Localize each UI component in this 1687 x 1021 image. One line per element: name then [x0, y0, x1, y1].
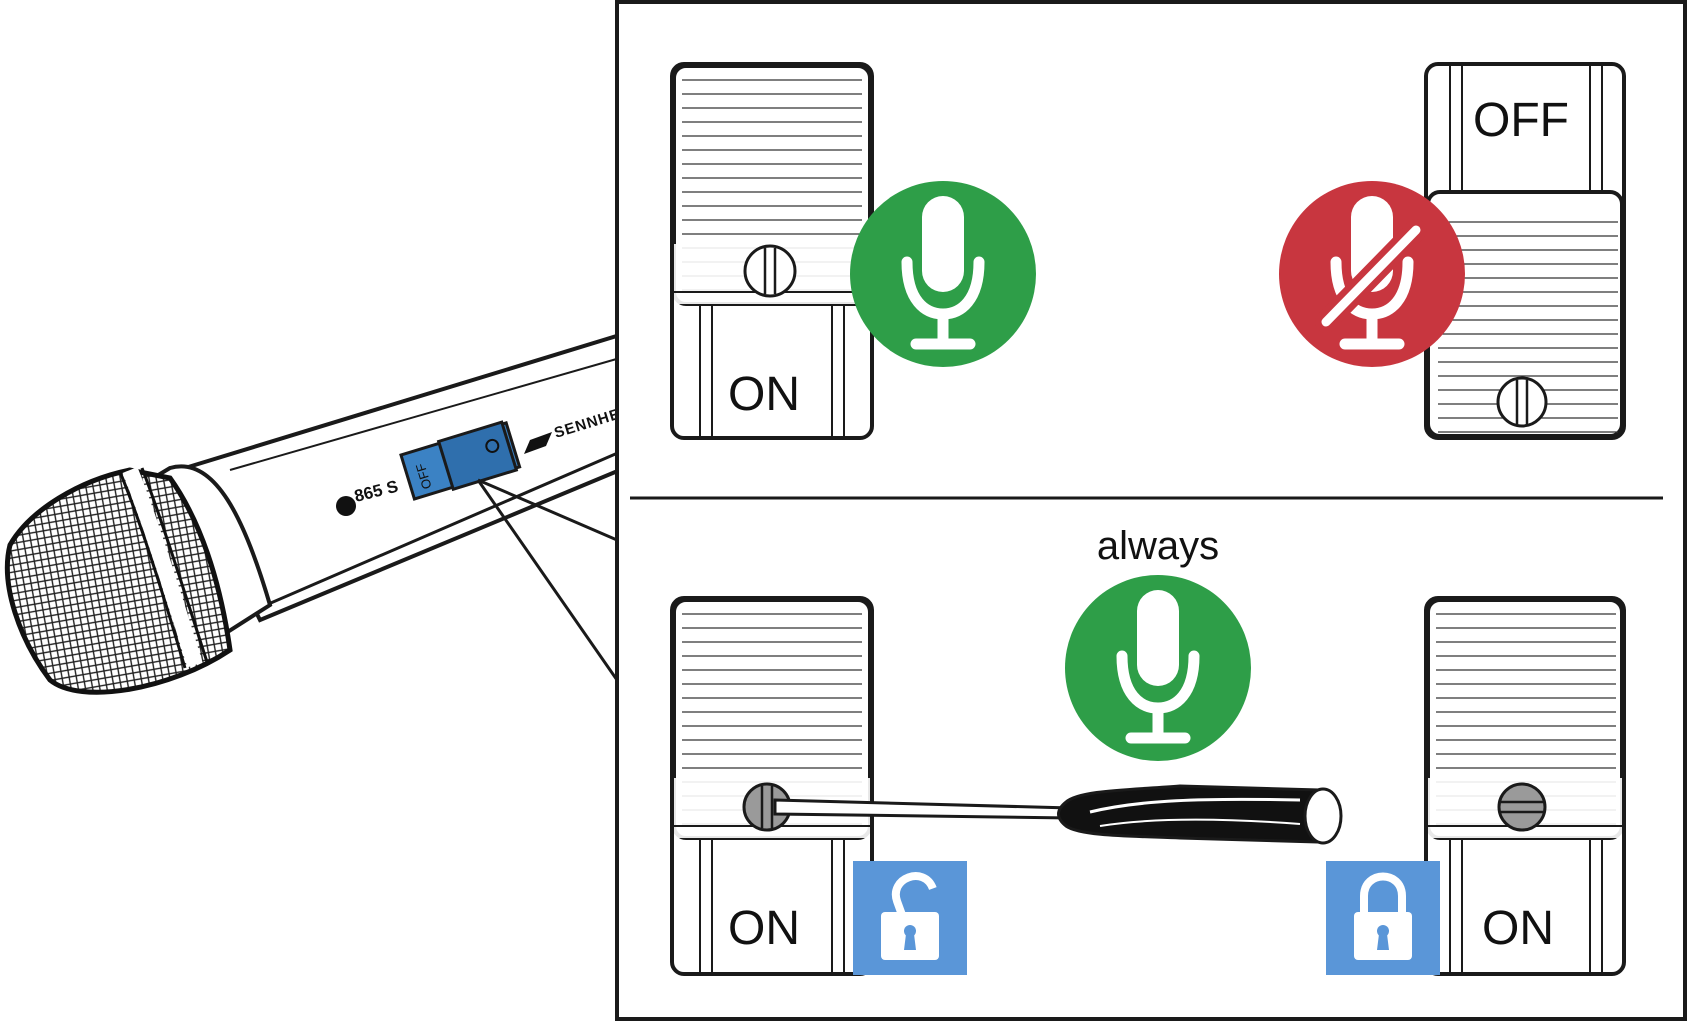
padlock-open-icon [881, 872, 939, 960]
lock-screw-icon [743, 244, 797, 298]
unlock-badge [853, 861, 967, 975]
switch-on-unlocked-top: ON [670, 62, 874, 440]
lock-screw-icon [1497, 782, 1547, 832]
switch-position-label: ON [1482, 902, 1554, 955]
status-badge-mic-on-bottom [1065, 575, 1251, 761]
detail-frame [615, 0, 1687, 1021]
switch-on-unlocked-bottom: ON [670, 596, 874, 976]
padlock-closed-icon [1354, 872, 1412, 960]
screwdriver-icon [773, 784, 1343, 845]
switch-position-label: ON [728, 902, 800, 955]
microphone-illustration: 865 S OFF SENNHEISER [4, 332, 660, 695]
switch-position-label: ON [728, 368, 800, 421]
microphone-icon [901, 196, 985, 350]
always-caption: always [1097, 524, 1219, 568]
switch-position-label: OFF [1473, 94, 1569, 147]
microphone-mute-switch: OFF [399, 420, 522, 501]
model-logo-icon [336, 496, 356, 516]
microphone-switch-label: OFF [413, 462, 435, 491]
status-badge-mic-on-top [850, 181, 1036, 367]
microphone-muted-icon [1315, 196, 1427, 350]
callout-line [476, 478, 619, 681]
brand-logo-icon [524, 432, 552, 454]
switch-on-locked-bottom: ON [1424, 596, 1626, 976]
status-badge-mic-muted-top [1279, 181, 1465, 367]
lock-screw-icon [1496, 376, 1548, 428]
lock-badge [1326, 861, 1440, 975]
microphone-icon [1116, 590, 1200, 744]
